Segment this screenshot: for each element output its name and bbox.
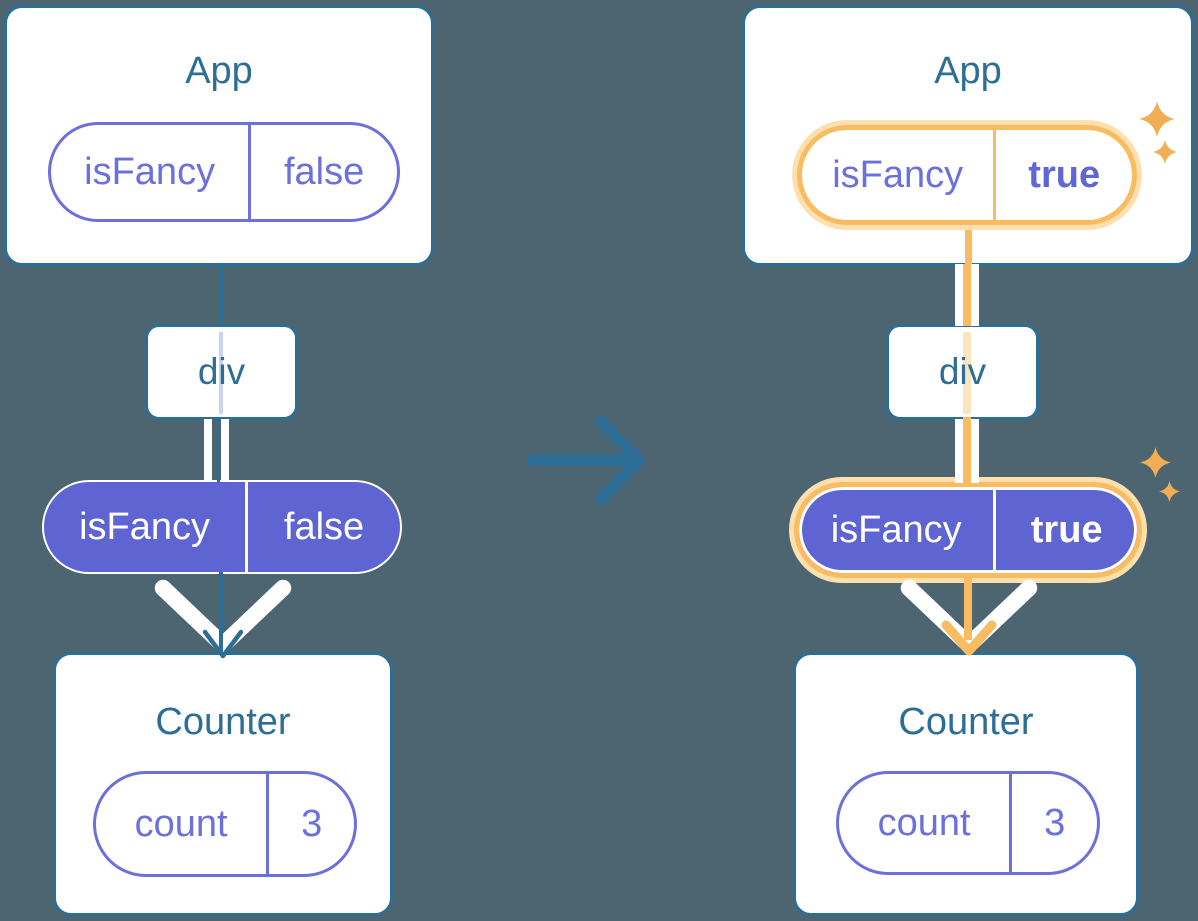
pill-divider [245,482,249,572]
prop-name: isFancy [79,505,211,548]
app-card-before: App isFancy false [4,5,434,266]
state-value: false [283,150,365,193]
down-arrow-icon [154,579,292,654]
counter-card-after: Counter count 3 [793,652,1139,916]
sparkle-icon [1153,140,1177,164]
prop-line-highlighted [963,417,971,483]
pill-divider [993,487,997,573]
prop-value: true [1030,508,1103,551]
state-name: count [877,801,971,844]
state-name: isFancy [84,150,216,193]
arrowhead-icon [202,629,244,659]
state-pill: count 3 [836,771,1100,875]
sparkle-icon [1139,101,1175,137]
component-title: App [934,50,1002,92]
component-title: div [197,351,246,392]
component-title: div [938,351,987,392]
prop-pipe-rail [204,419,212,482]
component-title: Counter [898,701,1034,743]
prop-line [216,417,220,483]
prop-line-highlighted [964,576,972,640]
arrowhead-icon [941,620,997,656]
prop-line [219,572,223,654]
prop-name: isFancy [830,508,962,551]
prop-pill: isFancy false [42,480,402,574]
pill-divider [1009,774,1013,872]
div-card-before: div [145,324,298,420]
sparkle-icon [1159,481,1180,502]
sparkle-icon [1140,447,1171,478]
prop-line-highlighted [963,264,971,326]
component-title: Counter [155,701,291,743]
pill-divider [993,130,997,220]
prop-pipe-rail [221,419,229,482]
prop-pipe-rail [971,419,979,483]
state-value: true [1028,153,1101,196]
transition-arrow-icon [527,415,645,505]
prop-pipe-rail [955,419,963,483]
prop-pipe-rail [955,264,963,326]
component-title: App [185,50,253,92]
prop-pill-highlighted: isFancy true [794,482,1142,578]
prop-line-highlighted [965,224,972,266]
div-card-after: div [886,324,1039,420]
pill-divider [248,125,252,219]
state-pill: isFancy false [48,122,400,222]
state-value: 3 [301,802,323,845]
state-name: count [134,802,228,845]
prop-pipe-rail [971,264,979,326]
state-name: isFancy [832,153,964,196]
prop-value: false [283,505,365,548]
pill-divider [266,774,270,874]
state-pill: count 3 [93,771,357,877]
prop-line-faded [963,332,971,414]
state-value: 3 [1044,801,1066,844]
counter-card-before: Counter count 3 [53,652,393,916]
prop-line [219,264,223,326]
state-pill-highlighted: isFancy true [797,125,1137,225]
prop-line-faded [219,332,223,414]
app-card-after: App isFancy true [742,5,1194,266]
